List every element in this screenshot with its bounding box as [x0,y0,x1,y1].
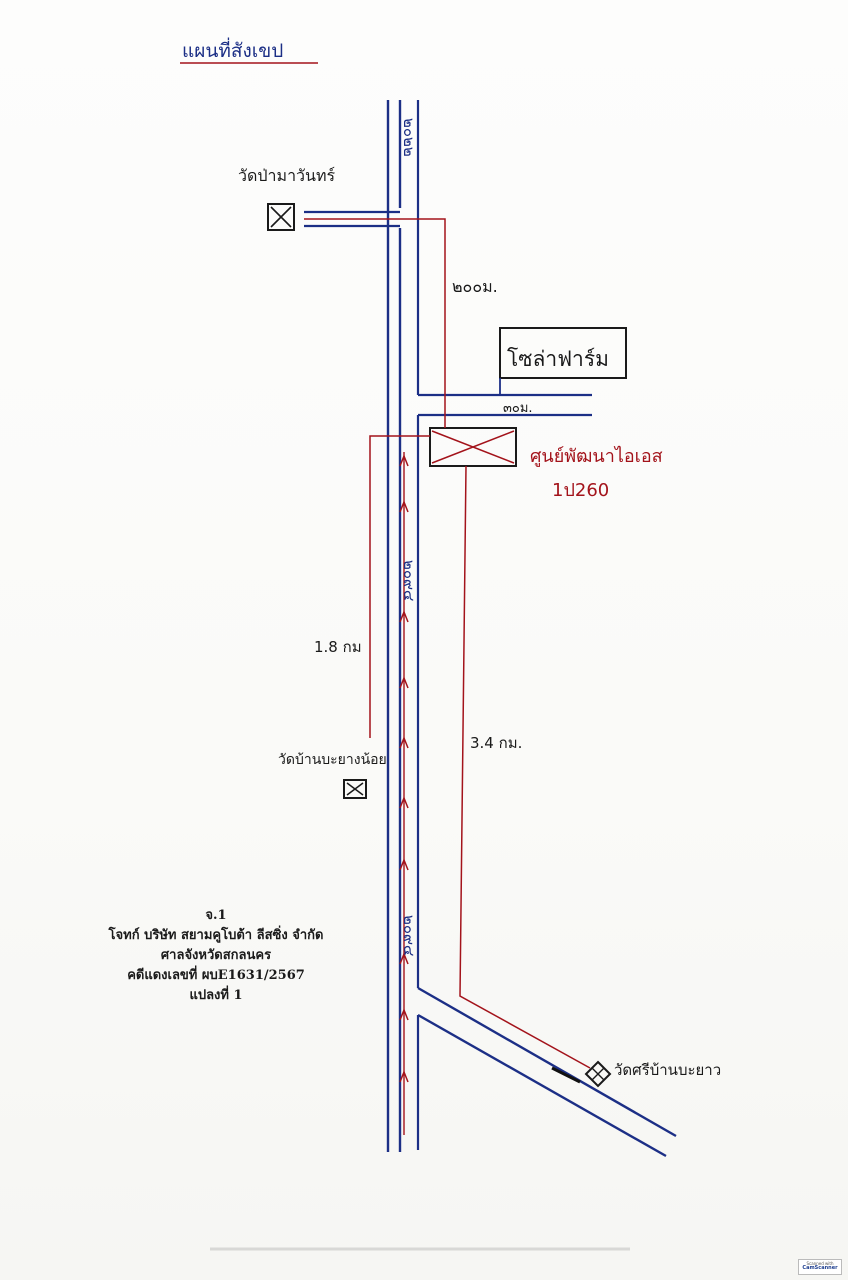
case-caption: จ.1 โจทก์ บริษัท สยามคูโบต้า ลีสซิ่ง จำก… [66,906,366,1006]
road-number-bottom: ๒๐๙๔ [400,915,418,956]
route-arrows [399,453,409,1083]
subject-property-label: ศูนย์พัฒนาไอเอส [530,445,663,467]
temple-south-cross [591,1067,605,1081]
road-number-mid: ๒๐๙๔ [400,560,418,601]
culvert-mark [551,1066,581,1084]
solar-farm-box [499,327,627,379]
caption-line-4: คดีแดงเลขที่ ผบE1631/2567 [127,968,305,983]
route-temple-north [304,218,446,428]
temple-north-cross [270,206,292,228]
temple-north-marker [267,203,295,231]
caption-line-1: จ.1 [205,908,227,923]
subject-property-box [429,427,517,467]
distance-200m: ๒๐๐ม. [452,277,498,296]
route-temple-south [459,465,591,1069]
subject-property-code: 1ป260 [552,480,609,501]
road-number-top: ๒๐๒๒ [400,118,418,157]
diagonal-road-upper [417,986,677,1138]
solar-farm-label: โซล่าฟาร์ม [507,347,609,371]
subject-property-cross [431,430,515,464]
temple-west-cross [346,782,364,796]
distance-30m: ๓๐ม. [503,401,533,416]
temple-north-label: วัดป่ามาวันทร์ [238,166,336,185]
distance-3-4km: 3.4 กม. [470,734,522,752]
temple-south-label: วัดศรีบ้านบะยาว [614,1061,721,1079]
temple-south-marker [584,1060,612,1088]
route-temple-west [369,435,430,738]
distance-1-8km: 1.8 กม [314,638,362,656]
watermark-line-1: Scanned with [806,1261,834,1266]
caption-line-2: โจทก์ บริษัท สยามคูโบต้า ลีสซิ่ง จำกัด [108,928,324,943]
caption-line-5: แปลงที่ 1 [189,988,243,1003]
diagonal-road-lower [417,1013,667,1158]
temple-west-marker [343,779,367,799]
map-title: แผนที่สังเขป [182,37,283,62]
caption-line-3: ศาลจังหวัดสกลนคร [160,948,272,963]
scanner-watermark: Scanned with CamScanner [798,1259,842,1275]
temple-west-label: วัดบ้านบะยางน้อย [278,752,387,768]
watermark-brand: CamScanner [802,1265,838,1271]
